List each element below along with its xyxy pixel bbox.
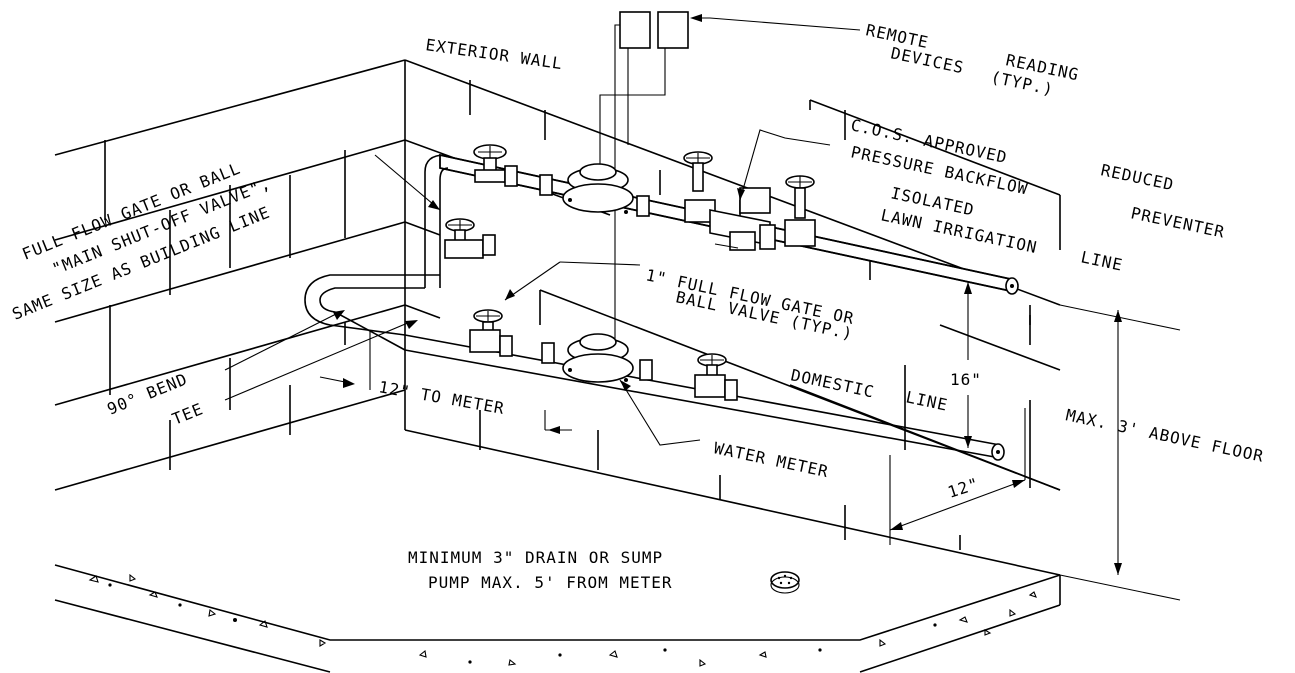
floor-drain-icon bbox=[770, 571, 800, 594]
domestic-line-label: LINE bbox=[904, 387, 950, 414]
concrete-floor-slab bbox=[54, 564, 1061, 673]
drain-label-line2: PUMP MAX. 5' FROM METER bbox=[428, 573, 673, 592]
lower-valves bbox=[444, 218, 738, 401]
preventer-label: PREVENTER bbox=[1129, 203, 1227, 241]
leader-lines bbox=[224, 14, 1181, 601]
left-wall-bricks bbox=[54, 59, 406, 491]
reduced-label: REDUCED bbox=[1099, 160, 1176, 194]
same-size-label: SAME SIZE AS BUILDING LINE bbox=[9, 203, 272, 324]
tee-label: TEE bbox=[169, 399, 206, 429]
domestic-label: DOMESTIC bbox=[789, 365, 876, 401]
devices-label: DEVICES bbox=[889, 43, 966, 77]
sixteen-inch-label: 16" bbox=[950, 370, 982, 389]
lower-pipe-run bbox=[304, 274, 1005, 461]
irrigation-line-label: LINE bbox=[1079, 247, 1125, 274]
remote-reading-devices-icon bbox=[599, 11, 689, 340]
twelve-to-meter-label: 12" TO METER bbox=[377, 377, 506, 418]
diagram-labels: EXTERIOR WALL REMOTE READING DEVICES (TY… bbox=[9, 20, 1265, 592]
exterior-wall-label: EXTERIOR WALL bbox=[424, 35, 564, 73]
drain-label-line1: MINIMUM 3" DRAIN OR SUMP bbox=[408, 548, 663, 567]
upper-valves bbox=[473, 144, 816, 251]
water-meter-label: WATER METER bbox=[712, 438, 830, 481]
max-above-floor-label: MAX. 3' ABOVE FLOOR bbox=[1064, 405, 1266, 466]
